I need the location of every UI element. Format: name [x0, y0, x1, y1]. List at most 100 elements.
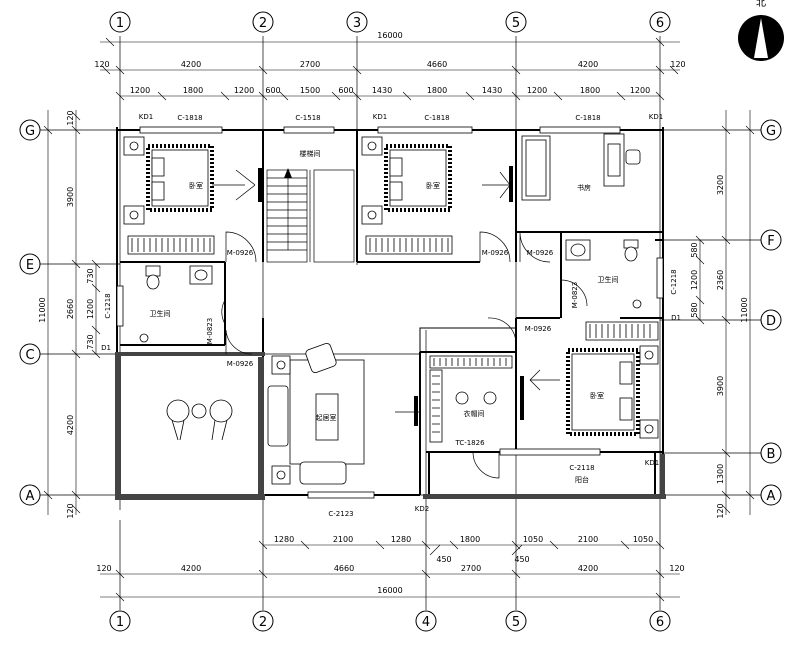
- axis-bubbles-bottom: [109, 610, 671, 632]
- door-label-m0926-b: M-0926: [482, 249, 509, 257]
- axis-right-d: D: [766, 314, 776, 329]
- axis-right-b: B: [767, 447, 776, 462]
- tag-kd1-c: KD1: [649, 113, 663, 121]
- window-label-c1518: C-1518: [295, 114, 320, 122]
- dim-top-mid-0: 120: [94, 60, 109, 69]
- north-label: 北: [756, 0, 766, 9]
- bedroom3-furniture: [566, 321, 659, 439]
- door-label-m0823-b: M-0823: [571, 282, 579, 308]
- axis-right-f: F: [767, 234, 774, 249]
- room-bedroom2: 卧室: [426, 181, 440, 190]
- dim-bottom-detail-1: 2100: [333, 535, 353, 544]
- axis-bubbles-right: [760, 119, 782, 506]
- bottom-dimension-lines: [100, 540, 680, 602]
- dim-bottom-detail-4: 1050: [523, 535, 543, 544]
- dim-right-mid-0: 3200: [716, 175, 725, 195]
- dim-top-detail-10: 1800: [580, 86, 600, 95]
- axis-top-6: 6: [656, 16, 664, 31]
- dim-left-mid-0: 120: [66, 110, 75, 125]
- bath1-fixtures: [139, 265, 213, 343]
- dim-top-detail-2: 1200: [234, 86, 254, 95]
- dim-bottom-total: 16000: [377, 586, 402, 595]
- dim-top-detail-11: 1200: [630, 86, 650, 95]
- door-label-m0926-a: M-0926: [227, 249, 254, 257]
- door-leaves: [258, 166, 524, 426]
- terrace-furniture: [166, 399, 233, 441]
- room-living: 起居室: [316, 413, 337, 422]
- room-bath2: 卫生间: [598, 275, 619, 284]
- dim-top-mid-5: 120: [670, 60, 685, 69]
- window-label-c1818-c: C-1818: [575, 114, 600, 122]
- window-label-c1818-b: C-1818: [424, 114, 449, 122]
- dim-top-mid-3: 4660: [427, 60, 447, 69]
- thick-walls: [115, 352, 666, 500]
- axis-left-a: A: [26, 489, 35, 504]
- dim-top-detail-8: 1430: [482, 86, 502, 95]
- axis-bottom-4: 4: [422, 615, 430, 630]
- room-bath1: 卫生间: [150, 309, 171, 318]
- axis-left-e: E: [26, 258, 34, 273]
- dim-left-mid-2: 2660: [66, 299, 75, 319]
- window-symbols: [116, 126, 664, 499]
- room-stair: 楼梯间: [300, 149, 321, 158]
- top-dimension-lines: [100, 37, 680, 101]
- window-label-tc1826: TC-1826: [454, 439, 485, 447]
- bedroom2-furniture: [361, 136, 453, 255]
- room-bedroom1: 卧室: [189, 181, 203, 190]
- tag-kd1-a: KD1: [139, 113, 153, 121]
- dim-left-mid-4: 120: [66, 503, 75, 518]
- axis-bottom-2: 2: [259, 615, 267, 630]
- dim-left-mid-1: 3900: [66, 187, 75, 207]
- north-arrow-icon: [738, 15, 784, 61]
- dim-top-detail-4: 1500: [300, 86, 320, 95]
- dim-left-detail-2: 730: [86, 334, 95, 349]
- axis-left-c: C: [25, 348, 34, 363]
- dim-right-mid-2: 3900: [716, 376, 725, 396]
- axis-bubbles-left: [19, 119, 41, 506]
- window-label-c2123: C-2123: [328, 510, 353, 518]
- study-furniture: [521, 133, 641, 201]
- door-label-m0926-d: M-0926: [227, 360, 254, 368]
- dim-bottom-mid-3: 2700: [461, 564, 481, 573]
- axis-right-g: G: [766, 124, 776, 139]
- dim-bottom-detail-6: 1050: [633, 535, 653, 544]
- dim-bottom-detail-0: 1280: [274, 535, 294, 544]
- dim-left-detail-1: 1200: [86, 299, 95, 319]
- dim-bottom-small-1: 450: [514, 555, 529, 564]
- dim-right-mid-3: 1300: [716, 464, 725, 484]
- axis-top-3: 3: [353, 16, 361, 31]
- dim-top-mid-2: 2700: [300, 60, 320, 69]
- dim-bottom-mid-0: 120: [96, 564, 111, 573]
- axis-bottom-5: 5: [512, 615, 520, 630]
- axis-right-a: A: [767, 489, 776, 504]
- room-bedroom3: 卧室: [590, 391, 604, 400]
- axis-top-2: 2: [259, 16, 267, 31]
- door-label-m0926-e: M-0926: [525, 325, 552, 333]
- dim-right-detail-2: 580: [690, 302, 699, 317]
- door-label-m0823-a: M-0823: [206, 318, 214, 344]
- dim-right-mid-4: 120: [716, 503, 725, 518]
- dim-right-detail-0: 580: [690, 242, 699, 257]
- dim-top-detail-7: 1800: [427, 86, 447, 95]
- window-label-c1818-a: C-1818: [177, 114, 202, 122]
- tag-d1-a: D1: [101, 344, 111, 352]
- axis-left-g: G: [25, 124, 35, 139]
- dim-bottom-detail-3: 1800: [460, 535, 480, 544]
- door-label-m0926-c: M-0926: [527, 249, 554, 257]
- door-symbols: [208, 169, 588, 479]
- axis-bubbles-top: [109, 11, 671, 33]
- dim-top-detail-6: 1430: [372, 86, 392, 95]
- dim-right-outer: 11000: [740, 297, 749, 322]
- dim-top-detail-1: 1800: [183, 86, 203, 95]
- dim-right-mid-1: 2360: [716, 270, 725, 290]
- room-closet: 衣帽间: [464, 409, 485, 418]
- dim-bottom-detail-5: 2100: [578, 535, 598, 544]
- stair-treads: [266, 169, 355, 263]
- living-furniture: [267, 343, 365, 485]
- left-dimension-lines: [43, 110, 101, 515]
- stair-arrow-icon: [284, 168, 292, 178]
- closet-fixtures: [429, 355, 513, 443]
- dim-bottom-detail-2: 1280: [391, 535, 411, 544]
- window-label-c2118: C-2118: [569, 464, 594, 472]
- dim-left-mid-3: 4200: [66, 415, 75, 435]
